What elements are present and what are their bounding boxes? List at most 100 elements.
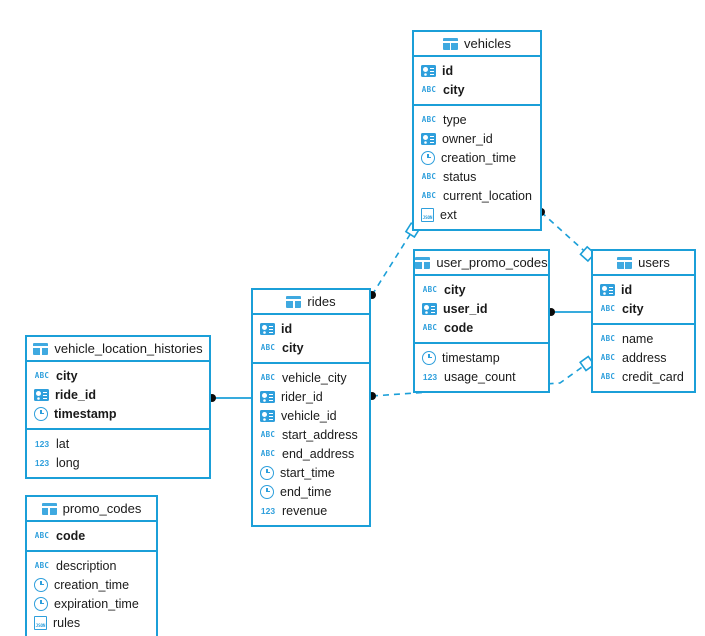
table-icon [443, 37, 459, 50]
field-label: city [56, 368, 78, 383]
primary-key-field-ride_id[interactable]: ride_id [27, 385, 209, 404]
entity-header-promo_codes[interactable]: promo_codes [27, 497, 156, 522]
field-label: city [282, 340, 304, 355]
entity-title: vehicle_location_histories [54, 341, 203, 356]
column-field-rider_id[interactable]: rider_id [253, 387, 369, 406]
clock-icon [421, 150, 435, 165]
column-field-creation_time[interactable]: creation_time [414, 148, 540, 167]
column-field-rules[interactable]: rules [27, 613, 156, 632]
field-label: user_id [443, 301, 488, 316]
field-label: code [444, 320, 474, 335]
column-field-revenue[interactable]: 123 revenue [253, 501, 369, 520]
primary-key-section: ABC city ride_id timestamp [27, 362, 209, 430]
primary-key-field-timestamp[interactable]: timestamp [27, 404, 209, 423]
entity-header-vehicles[interactable]: vehicles [414, 32, 540, 57]
id-icon [421, 64, 436, 77]
column-field-vehicle_id[interactable]: vehicle_id [253, 406, 369, 425]
entity-title: user_promo_codes [436, 255, 548, 270]
json-icon [421, 207, 434, 222]
primary-key-field-city[interactable]: ABC city [253, 338, 369, 357]
field-label: revenue [282, 503, 328, 518]
field-label: creation_time [441, 150, 517, 165]
field-label: lat [56, 436, 70, 451]
entity-header-vehicle_location_histories[interactable]: vehicle_location_histories [27, 337, 209, 362]
field-label: timestamp [54, 406, 117, 421]
table-icon [415, 256, 431, 269]
primary-key-field-id[interactable]: id [253, 319, 369, 338]
abc-icon: ABC [260, 343, 276, 352]
primary-key-field-id[interactable]: id [414, 61, 540, 80]
column-field-start_address[interactable]: ABC start_address [253, 425, 369, 444]
abc-icon: ABC [422, 285, 438, 294]
column-field-long[interactable]: 123 long [27, 453, 209, 472]
abc-icon: ABC [34, 371, 50, 380]
abc-icon: ABC [34, 561, 50, 570]
field-label: city [622, 301, 644, 316]
number-icon: 123 [34, 457, 50, 468]
column-field-ext[interactable]: ext [414, 205, 540, 224]
field-label: vehicle_id [281, 408, 337, 423]
field-label: id [621, 282, 633, 297]
primary-key-field-id[interactable]: id [593, 280, 694, 299]
field-label: start_time [280, 465, 335, 480]
primary-key-field-city[interactable]: ABC city [27, 366, 209, 385]
field-label: id [281, 321, 293, 336]
column-field-creation_time[interactable]: creation_time [27, 575, 156, 594]
relationship-line-rides-to-vehicles[interactable] [371, 224, 417, 296]
primary-key-field-user_id[interactable]: user_id [415, 299, 548, 318]
entity-title: vehicles [464, 36, 511, 51]
clock-icon [34, 406, 48, 421]
field-label: type [443, 112, 467, 127]
column-field-timestamp[interactable]: timestamp [415, 348, 548, 367]
number-icon: 123 [260, 505, 276, 516]
field-label: creation_time [54, 577, 130, 592]
entity-title: rides [307, 294, 336, 309]
entity-header-user_promo_codes[interactable]: user_promo_codes [415, 251, 548, 276]
column-field-expiration_time[interactable]: expiration_time [27, 594, 156, 613]
column-field-end_time[interactable]: end_time [253, 482, 369, 501]
id-icon [600, 283, 615, 296]
clock-icon [260, 465, 274, 480]
column-field-start_time[interactable]: start_time [253, 463, 369, 482]
table-icon [617, 256, 633, 269]
id-icon [421, 132, 436, 145]
entity-header-users[interactable]: users [593, 251, 694, 276]
column-field-owner_id[interactable]: owner_id [414, 129, 540, 148]
abc-icon: ABC [260, 430, 276, 439]
entity-title: promo_codes [62, 501, 142, 516]
clock-icon [260, 484, 274, 499]
field-label: timestamp [442, 350, 500, 365]
field-label: long [56, 455, 80, 470]
clock-icon [34, 577, 48, 592]
entity-header-rides[interactable]: rides [253, 290, 369, 315]
field-label: start_address [282, 427, 358, 442]
field-label: city [443, 82, 465, 97]
id-icon [260, 409, 275, 422]
table-icon [286, 295, 302, 308]
